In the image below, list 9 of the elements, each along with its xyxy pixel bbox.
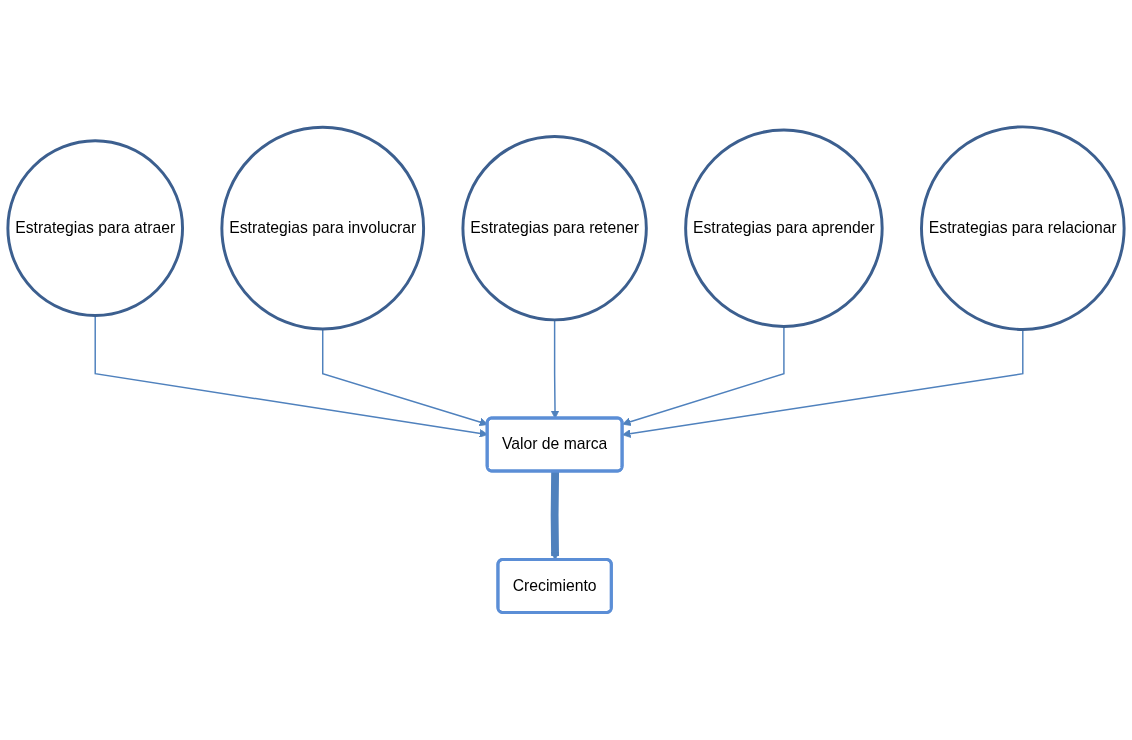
arrow (622, 329, 1024, 439)
node-circle: Estrategias para aprender (684, 128, 884, 329)
node-circle: Estrategias para involucrar (220, 126, 426, 331)
node-circle: Estrategias para relacionar (920, 125, 1126, 332)
arrow (622, 326, 785, 427)
node-circle: Estrategias para atraer (6, 139, 185, 318)
arrow (550, 471, 560, 561)
node-circle: Estrategias para retener (461, 135, 648, 322)
arrow (94, 315, 489, 438)
